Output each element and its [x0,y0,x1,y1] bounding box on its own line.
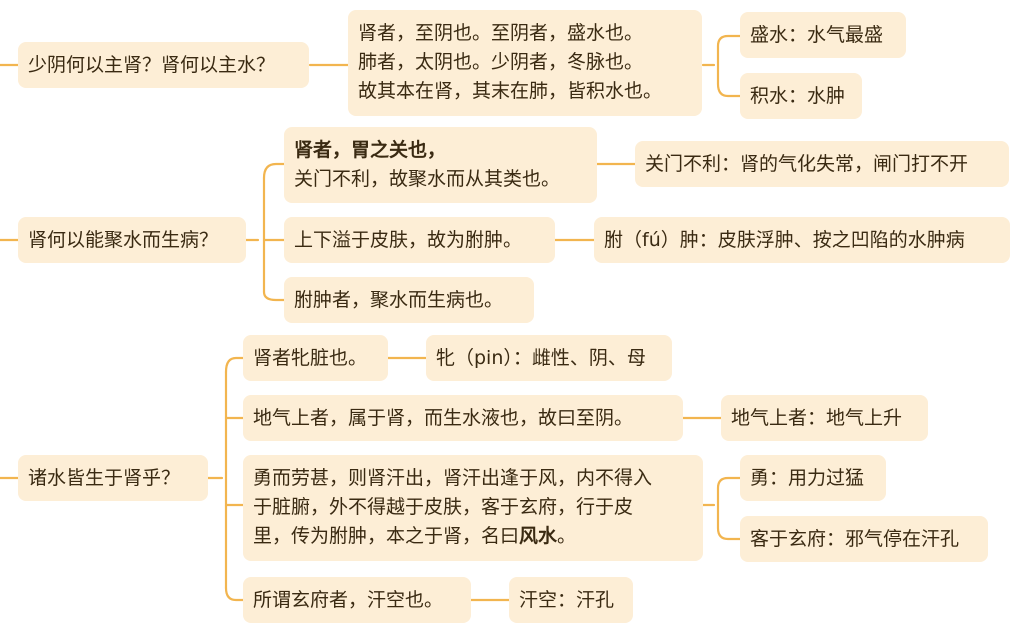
text-line: 肺者，太阴也。少阴者，冬脉也。 [358,51,644,73]
note-hankong: 汗空：汗孔 [509,577,633,623]
root-node-zhushui: 诸水皆生于肾乎？ [18,455,208,501]
text-line: 勇而劳甚，则肾汗出，肾汗出逢于风，内不得入 [253,467,653,489]
note-shengshui: 盛水：水气最盛 [740,12,906,58]
text-node-fengshui: 勇而劳甚，则肾汗出，肾汗出逢于风，内不得入 于脏腑，外不得越于皮肤，客于玄府，行… [243,455,703,561]
note-guanmen: 关门不利：肾的气化失常，闸门打不开 [635,141,1009,187]
note-keyuxuanfu: 客于玄府：邪气停在汗孔 [740,516,988,562]
text-node-diqi: 地气上者，属于肾，而生水液也，故曰至阴。 [243,395,683,441]
text-line: 于脏腑，外不得越于皮肤，客于玄府，行于皮 [253,496,634,518]
text-node-weizhiguan: 肾者，胃之关也， 关门不利，故聚水而从其类也。 [284,127,597,203]
root-node-jushui: 肾何以能聚水而生病？ [18,217,246,263]
root-node-shaoyin: 少阴何以主肾？肾何以主水？ [18,42,309,88]
fengshui-bold-term: 风水 [519,525,558,547]
text-line-bold: 肾者，胃之关也， [294,139,447,161]
text-node-pinzang: 肾者牝脏也。 [243,335,388,381]
text-node-zhiyin: 肾者，至阴也。至阴者，盛水也。 肺者，太阴也。少阴者，冬脉也。 故其本在肾，其末… [348,10,702,116]
note-diqi: 地气上者：地气上升 [721,395,928,441]
note-jishui: 积水：水肿 [740,73,862,119]
note-yong: 勇：用力过猛 [740,455,886,501]
text-segment-end: 。 [557,525,577,547]
text-node-fuzhongzhe: 胕肿者，聚水而生病也。 [284,277,534,323]
text-node-hankong: 所谓玄府者，汗空也。 [243,577,471,623]
note-pin: 牝（pin）：雌性、阴、母 [426,335,672,381]
text-line: 故其本在肾，其末在肺，皆积水也。 [358,80,663,102]
text-line: 肾者，至阴也。至阴者，盛水也。 [358,22,644,44]
text-line: 关门不利，故聚水而从其类也。 [294,168,561,190]
text-line-last: 里，传为胕肿，本之于肾，名曰风水。 [253,522,693,551]
text-segment: 里，传为胕肿，本之于肾，名曰 [253,525,520,547]
text-node-fuzhong: 上下溢于皮肤，故为胕肿。 [284,217,555,263]
note-fuzhong: 胕（fú）肿：皮肤浮肿、按之凹陷的水肿病 [594,217,1010,263]
